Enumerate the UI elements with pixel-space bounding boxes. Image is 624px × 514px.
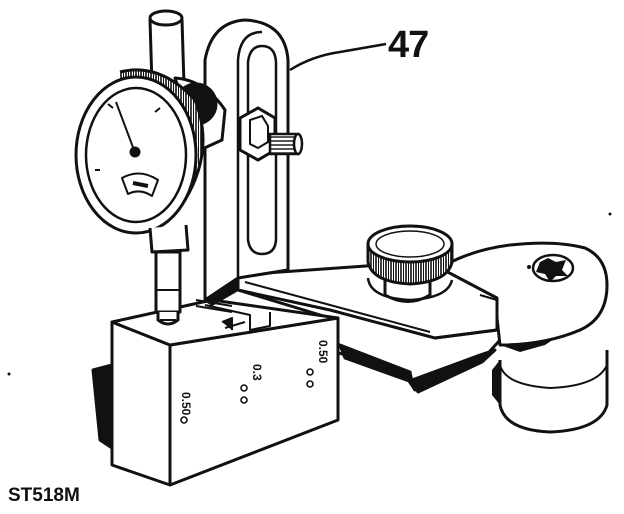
gauge-block-icon: 0.50 0.3 0.50 [91, 298, 340, 487]
svg-text:0.3: 0.3 [250, 364, 264, 381]
svg-text:0.50: 0.50 [316, 340, 330, 364]
clamp-nut-icon [238, 106, 304, 162]
svg-text:0.50: 0.50 [179, 392, 193, 416]
bracket-icon [195, 18, 290, 313]
callout-number: 47 [388, 24, 429, 66]
figure-code: ST518M [8, 485, 80, 506]
callout-leader [289, 42, 387, 72]
dial-indicator-icon [74, 9, 227, 326]
knurled-knob-icon [366, 224, 454, 303]
